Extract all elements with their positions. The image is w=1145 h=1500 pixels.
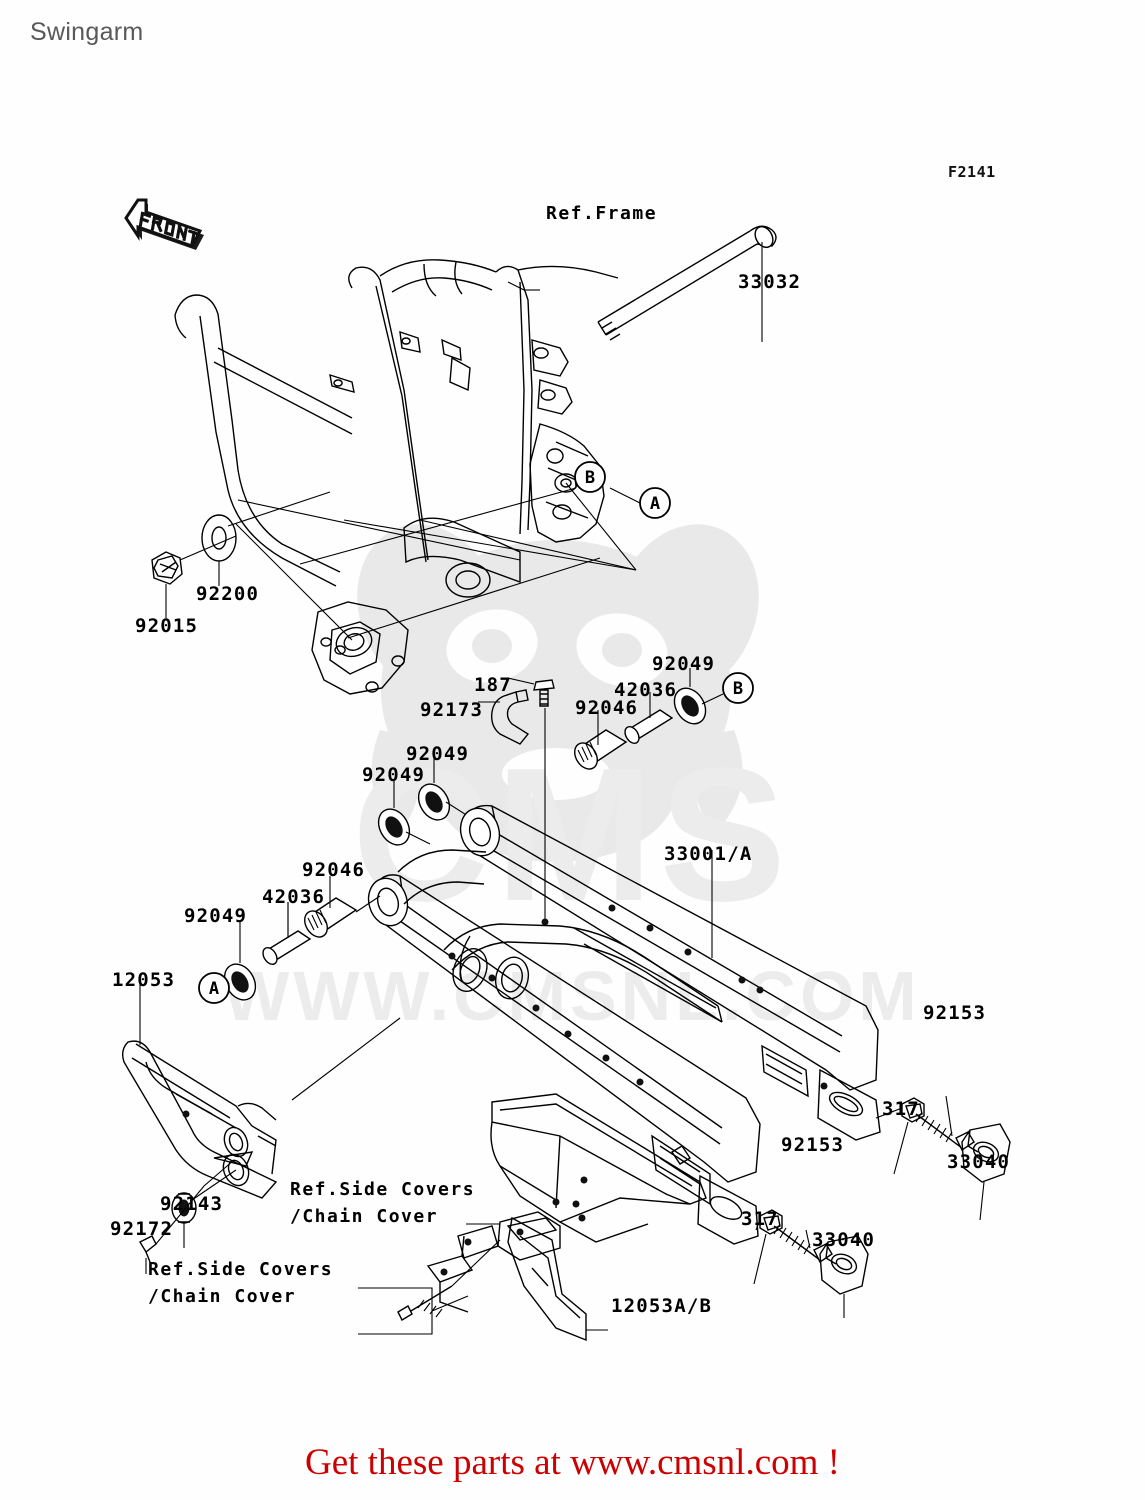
- svg-text:CMS: CMS: [352, 729, 792, 941]
- reference-callout: Ref.Frame: [546, 203, 658, 224]
- part-92046-bearing-upper: [574, 710, 628, 770]
- part-number-callout: 92049: [184, 905, 248, 927]
- part-number-callout: 33040: [812, 1229, 876, 1251]
- svg-text:B: B: [733, 679, 743, 699]
- exploded-parts-drawing: CMS WWW.CMSNL.COM: [0, 90, 1145, 1420]
- part-number-callout: 42036: [262, 886, 326, 908]
- part-92143-collar: [171, 1192, 197, 1248]
- part-number-callout: 92172: [110, 1218, 174, 1240]
- footer-cta: Get these parts at www.cmsnl.com !: [305, 1442, 840, 1483]
- cmsnl-watermark: CMS WWW.CMSNL.COM: [223, 524, 920, 1035]
- part-number-callout: 317: [741, 1208, 779, 1230]
- adjuster-hardware-upper: [893, 1095, 1011, 1221]
- part-number-callout: 92046: [302, 859, 366, 881]
- part-number-callout: 92015: [135, 615, 199, 637]
- part-187-bolt: [507, 677, 555, 707]
- svg-text:A: A: [209, 979, 219, 999]
- part-number-callout: 92049: [652, 653, 716, 675]
- part-42036-sleeve-upper: [624, 692, 674, 744]
- part-92049-seal-mid-a: [417, 758, 451, 821]
- part-42036-sleeve-lower: [262, 902, 312, 965]
- adjuster-hardware-lower: [753, 1209, 869, 1318]
- part-number-callout: 33040: [947, 1151, 1011, 1173]
- diagram-code: F2141: [948, 163, 996, 181]
- svg-text:WWW.CMSNL.COM: WWW.CMSNL.COM: [223, 957, 920, 1035]
- part-number-callout: 12053A/B: [611, 1295, 713, 1317]
- part-33001-swingarm: [367, 804, 881, 1245]
- part-number-callout: 317: [882, 1098, 920, 1120]
- mark-a-upper: A: [639, 487, 671, 519]
- part-number-callout: 92143: [160, 1193, 224, 1215]
- mark-a-mid: A: [198, 972, 230, 1004]
- part-92049-seal-mid-b: [377, 780, 411, 846]
- part-number-callout: 92200: [196, 583, 260, 605]
- part-number-callout: 12053: [112, 969, 176, 991]
- svg-text:B: B: [585, 468, 595, 488]
- part-92200-washer: [201, 514, 237, 586]
- part-number-callout: 42036: [614, 679, 678, 701]
- page-title: Swingarm: [30, 18, 144, 46]
- part-number-callout: 92153: [923, 1002, 987, 1024]
- frame-assembly: [174, 259, 637, 695]
- part-number-callout: 92173: [420, 699, 484, 721]
- part-number-callout: 92049: [362, 764, 426, 786]
- part-number-callout: 187: [474, 674, 512, 696]
- part-92046-bearing-lower: [304, 876, 358, 938]
- part-92049-seal-lower: [223, 920, 257, 1001]
- reference-callout: Ref.Side Covers /Chain Cover: [290, 1179, 476, 1227]
- part-33032-pivot-shaft: [597, 225, 777, 342]
- part-number-callout: 92153: [781, 1134, 845, 1156]
- part-92173-clamp: [478, 689, 530, 745]
- svg-text:A: A: [650, 494, 660, 514]
- front-direction-badge: [118, 178, 210, 270]
- part-92049-seal-upper-right: [673, 668, 707, 725]
- part-12053-chain-guide: [121, 980, 401, 1199]
- part-number-callout: 92049: [406, 743, 470, 765]
- reference-callout: Ref.Side Covers /Chain Cover: [148, 1259, 334, 1307]
- mark-b-mid: B: [722, 672, 754, 704]
- part-number-callout: 92046: [575, 697, 639, 719]
- part-number-callout: 33001/A: [664, 843, 753, 865]
- part-number-callout: 33032: [738, 271, 802, 293]
- part-92015-nut: [151, 551, 183, 618]
- chain-cover-assembly: [358, 1093, 707, 1342]
- mark-b-upper: B: [574, 461, 606, 493]
